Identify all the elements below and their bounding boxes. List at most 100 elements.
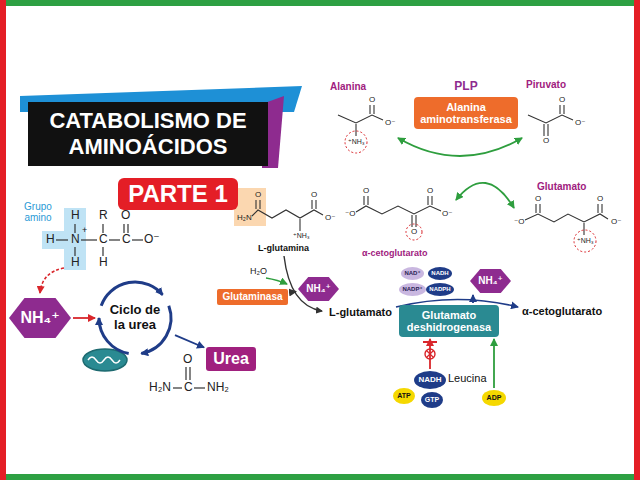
label-text: H xyxy=(99,256,108,269)
label-text: ⁻O xyxy=(345,210,355,219)
hexagon-fill xyxy=(470,269,511,293)
node-text: NADPH xyxy=(429,286,450,293)
label-text: O xyxy=(543,137,549,146)
label-text: O xyxy=(597,195,603,204)
label-text: O⁻ xyxy=(144,233,160,246)
amide-highlight xyxy=(234,188,266,226)
node-text: ATP xyxy=(397,392,410,400)
label-text: Alanina xyxy=(330,81,366,92)
node-text: NAD⁺ xyxy=(404,270,420,277)
label-text: O xyxy=(255,191,261,200)
product-box: Urea xyxy=(206,347,256,371)
enzyme-box: PLPAlanina aminotransferasa xyxy=(414,97,518,129)
label-text: O xyxy=(369,96,375,105)
ammonium-hexagon: NH₄⁺ xyxy=(470,269,511,293)
label-text: H xyxy=(71,256,80,269)
urea-cycle-label: Ciclo de la urea xyxy=(97,280,173,356)
highlight-circles xyxy=(345,131,596,252)
hexagon-fill xyxy=(9,298,71,338)
hexagon-fill xyxy=(298,277,339,301)
label-text: H xyxy=(71,209,80,222)
label-text: Grupo amino xyxy=(15,201,61,223)
label-text: ⁻O xyxy=(514,218,524,227)
node-text: NADH xyxy=(431,270,448,277)
cycle-arrows xyxy=(99,282,171,353)
node-text: PARTE 1 xyxy=(128,181,228,208)
label-text: H₂N xyxy=(237,214,252,223)
label-text: O xyxy=(183,353,192,366)
amino-highlight xyxy=(42,231,86,249)
regulator-dot: GTP xyxy=(421,392,443,408)
label-text: C xyxy=(184,381,193,394)
connector xyxy=(472,295,474,303)
node-text: NH₄⁺ xyxy=(478,275,503,286)
label-text: O xyxy=(363,187,369,196)
frame-bar xyxy=(0,0,640,6)
part-badge: PARTE 1 xyxy=(118,178,238,210)
label-text: + xyxy=(82,226,87,236)
release-arrow xyxy=(40,268,64,293)
ammonium-hexagon: NH₄⁺ xyxy=(298,277,339,301)
label-text: C xyxy=(99,233,108,246)
enzyme-box: Glutamato deshidrogenasa xyxy=(399,305,499,337)
label-text: ⁺NH₃ xyxy=(293,232,310,240)
regulator-dot: ADP xyxy=(482,390,506,406)
node-text: GTP xyxy=(425,396,439,404)
label-text: O xyxy=(559,96,565,105)
node-text: ADP xyxy=(487,394,502,402)
regulator-dot: ATP xyxy=(393,388,415,404)
node-text: Urea xyxy=(213,350,249,368)
label-text: O xyxy=(535,195,541,204)
cofactor-dot: NADPH xyxy=(426,283,454,296)
connector xyxy=(429,339,431,369)
label-text: O⁻ xyxy=(385,119,395,128)
node-text: Alanina aminotransferasa xyxy=(418,101,514,126)
node-text: Glutamato deshidrogenasa xyxy=(403,309,495,334)
transamination-arrows xyxy=(398,138,522,208)
node-text: NADH xyxy=(418,376,441,385)
label-text: ⁺NH₃ xyxy=(577,237,594,245)
label-text: O⁻ xyxy=(325,214,335,223)
cofactor-dot: NADH xyxy=(428,267,452,280)
label-text: R xyxy=(99,209,108,222)
label-text: α-cetoglutarato xyxy=(362,249,428,259)
connector xyxy=(290,291,296,294)
label-text: O⁻ xyxy=(442,210,452,219)
label-text: O⁻ xyxy=(611,218,621,227)
node-text: Glutaminasa xyxy=(222,291,282,302)
label-text: NH₂ xyxy=(207,381,229,394)
label-text: N xyxy=(71,233,80,246)
connector xyxy=(73,317,95,319)
label-text: O⁻ xyxy=(575,119,585,128)
node-text: NH₄⁺ xyxy=(20,309,59,327)
cofactor-dot: NAD⁺ xyxy=(401,267,424,280)
label-text: L-glutamato xyxy=(329,306,392,318)
label-text: O xyxy=(411,228,417,237)
label-text: ⁺NH₃ xyxy=(348,138,365,146)
node-text: NADP⁺ xyxy=(402,286,422,293)
label-text: Piruvato xyxy=(526,79,566,90)
label-text: L-glutamina xyxy=(258,244,309,254)
label-text: H xyxy=(46,233,55,246)
cofactor-dot: NADP⁺ xyxy=(399,283,426,296)
label-text: Leucina xyxy=(448,372,487,384)
enzyme-box: Glutaminasa xyxy=(217,289,288,305)
connector xyxy=(175,335,204,347)
frame-bar xyxy=(0,474,640,480)
frame-bar xyxy=(634,0,640,480)
title-box: CATABOLISMO DE AMINOÁCIDOS xyxy=(28,102,268,166)
label-text: Glutamato xyxy=(537,181,586,192)
connector xyxy=(493,339,495,388)
water-arrow xyxy=(266,278,287,284)
label-text: H₂N xyxy=(149,381,171,394)
label-text: C xyxy=(122,233,131,246)
amino-acid-bonds xyxy=(56,224,143,256)
ammonium-hexagon: NH₄⁺ xyxy=(9,298,71,338)
label-text: α-cetoglutarato xyxy=(522,305,602,317)
regulator-dot: NADH xyxy=(414,371,446,389)
node-heading: PLP xyxy=(414,80,518,93)
